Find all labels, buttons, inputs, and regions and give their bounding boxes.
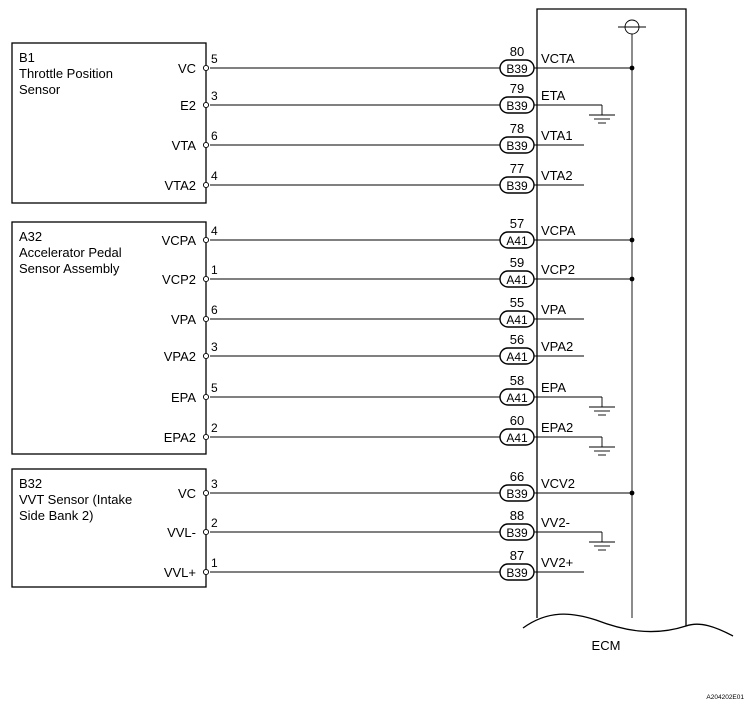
ecm-pin-number: 77 [510,161,524,176]
component-name: Sensor [19,82,61,97]
sensor-pin-number: 5 [211,381,218,395]
connector-label: B39 [506,487,528,501]
component-name: Throttle Position [19,66,113,81]
figure-code: A204202E01 [706,694,744,701]
component-id: B32 [19,476,42,491]
ecm-terminal-label: VCPA [541,223,576,238]
connector-label: A41 [506,234,528,248]
connector-label: B39 [506,99,528,113]
ecm-pin-number: 88 [510,508,524,523]
ecm-terminal-label: EPA [541,380,566,395]
component-id: B1 [19,50,35,65]
ecm-terminal-label: VCV2 [541,476,575,491]
sensor-pin-number: 1 [211,263,218,277]
sensor-pin-number: 2 [211,421,218,435]
sensor-pin-number: 3 [211,89,218,103]
connector-label: B39 [506,139,528,153]
sensor-pin-terminal [202,393,210,401]
sensor-pin-number: 6 [211,303,218,317]
sensor-pin-terminal [202,352,210,360]
ecm-terminal-label: VTA2 [541,168,573,183]
sensor-pin-number: 3 [211,340,218,354]
sensor-pin-terminal [202,64,210,72]
ecm-pin-number: 56 [510,332,524,347]
sensor-pin-terminal [202,275,210,283]
sensor-terminal-label: VCP2 [162,272,196,287]
sensor-terminal-label: VTA [172,138,197,153]
sensor-terminal-label: VVL- [167,525,196,540]
ecm-terminal-label: VTA1 [541,128,573,143]
ecm-pin-number: 57 [510,216,524,231]
sensor-pin-number: 4 [211,169,218,183]
ecm-pin-number: 87 [510,548,524,563]
connector-label: A41 [506,313,528,327]
sensor-pin-terminal [202,236,210,244]
sensor-terminal-label: VC [178,486,196,501]
connector-label: A41 [506,350,528,364]
ecm-torn-edge [522,613,734,637]
ground-icon [589,532,615,551]
component-name: Sensor Assembly [19,261,120,276]
sensor-pin-terminal [202,568,210,576]
sensor-pin-terminal [202,101,210,109]
sensor-pin-terminal [202,181,210,189]
sensor-terminal-label: VCPA [162,233,197,248]
sensor-terminal-label: VVL+ [164,565,196,580]
component-box-a32 [11,221,207,455]
ecm-terminal-label: VCTA [541,51,575,66]
sensor-pin-terminal [202,433,210,441]
sensor-terminal-label: VTA2 [164,178,196,193]
ecm-terminal-label: EPA2 [541,420,573,435]
sensor-pin-terminal [202,315,210,323]
ecm-pin-number: 79 [510,81,524,96]
sensor-terminal-label: VC [178,61,196,76]
connector-label: A41 [506,273,528,287]
sensor-pin-number: 4 [211,224,218,238]
component-name: Accelerator Pedal [19,245,122,260]
connector-label: B39 [506,566,528,580]
connector-label: B39 [506,62,528,76]
component-name: Side Bank 2) [19,508,93,523]
sensor-pin-terminal [202,528,210,536]
ecm-terminal-label: VPA2 [541,339,573,354]
ecm-pin-number: 80 [510,44,524,59]
ground-icon [589,105,615,124]
ecm-pin-number: 78 [510,121,524,136]
sensor-pin-number: 3 [211,477,218,491]
ecm-terminal-label: VV2- [541,515,570,530]
ecm-pin-number: 60 [510,413,524,428]
sensor-terminal-label: VPA [171,312,196,327]
sensor-pin-number: 6 [211,129,218,143]
component-name: VVT Sensor (Intake [19,492,132,507]
ecm-pin-number: 66 [510,469,524,484]
sensor-terminal-label: VPA2 [164,349,196,364]
sensor-pin-number: 5 [211,52,218,66]
ecm-pin-number: 59 [510,255,524,270]
sensor-terminal-label: EPA [171,390,196,405]
sensor-pin-terminal [202,489,210,497]
component-id: A32 [19,229,42,244]
component-box-b32 [11,468,207,588]
ground-icon [589,437,615,456]
connector-label: A41 [506,391,528,405]
connector-label: A41 [506,431,528,445]
ecm-terminal-label: ETA [541,88,566,103]
sensor-pin-number: 1 [211,556,218,570]
component-box-b1 [11,42,207,204]
connector-label: B39 [506,179,528,193]
ecm-label: ECM [592,638,621,653]
sensor-pin-terminal [202,141,210,149]
ecm-terminal-label: VPA [541,302,566,317]
sensor-pin-number: 2 [211,516,218,530]
ground-icon [589,397,615,416]
sensor-terminal-label: EPA2 [164,430,196,445]
ecm-outline [536,8,687,626]
ecm-terminal-label: VV2+ [541,555,573,570]
ecm-pin-number: 55 [510,295,524,310]
ecm-terminal-label: VCP2 [541,262,575,277]
connector-label: B39 [506,526,528,540]
sensor-terminal-label: E2 [180,98,196,113]
ecm-pin-number: 58 [510,373,524,388]
